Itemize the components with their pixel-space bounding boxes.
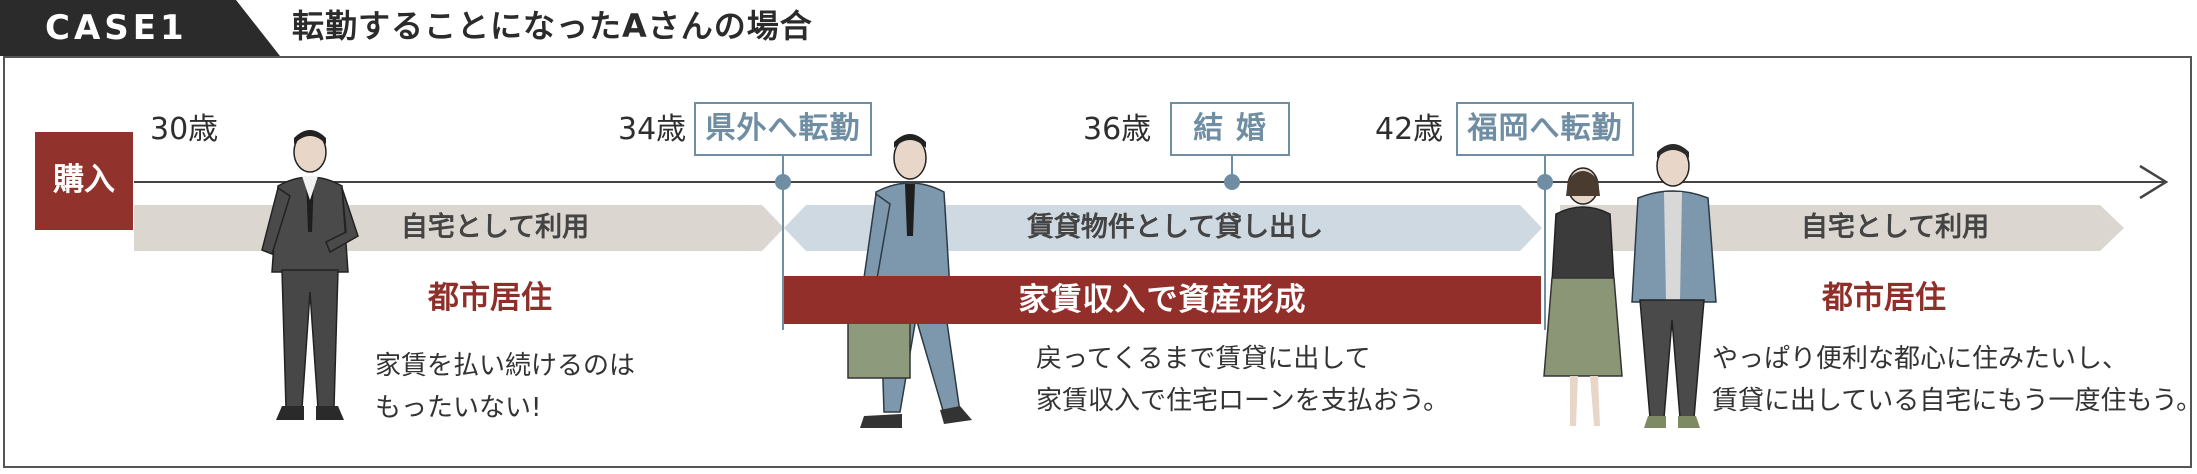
couple-illustration — [1543, 144, 1717, 428]
right-section-note: やっぱり便利な都心に住みたいし、 賃貸に出している自宅にもう一度住もう。 — [1712, 344, 2197, 416]
band-home-use-1-label: 自宅として利用 — [400, 212, 590, 243]
marker-36 — [1224, 174, 1240, 190]
age-30-label: 30歳 — [150, 112, 219, 147]
age-34-label: 34歳 — [618, 112, 687, 147]
band-rental-label: 賃貸物件として貸し出し — [1026, 212, 1324, 243]
event-marriage: 結 婚 — [1170, 102, 1290, 156]
left-section-note: 家賃を払い続けるのは もったいない! — [375, 351, 636, 423]
age-36-label: 36歳 — [1083, 112, 1152, 147]
purchase-marker — [35, 132, 133, 230]
diagram-frame — [3, 56, 2192, 468]
equity-bar-label: 家賃収入で資産形成 — [1018, 282, 1307, 318]
purchase-label: 購入 — [53, 162, 115, 198]
timeline-arrowhead — [2139, 164, 2169, 200]
case-title: 転勤することになったAさんの場合 — [292, 7, 813, 45]
marker-42 — [1537, 174, 1553, 190]
event-transfer-fukuoka: 福岡へ転勤 — [1456, 102, 1634, 156]
equity-bar — [784, 276, 1541, 324]
band-rental — [784, 205, 1542, 251]
age-42-label: 42歳 — [1375, 112, 1444, 147]
case-tab-shape — [0, 0, 280, 56]
event-transfer-prefecture: 県外へ転勤 — [694, 102, 872, 156]
briefcase-icon — [847, 321, 911, 379]
left-section-heading: 都市居住 — [428, 280, 552, 316]
band-home-use-2-label: 自宅として利用 — [1800, 212, 1990, 243]
middle-section-note: 戻ってくるまで賃貸に出して 家賃収入で住宅ローンを支払おう。 — [1036, 344, 1450, 416]
marker-34 — [775, 174, 791, 190]
case-label: CASE1 — [45, 8, 188, 48]
right-section-heading: 都市居住 — [1822, 280, 1946, 316]
person-dark-suit-illustration — [261, 130, 359, 420]
